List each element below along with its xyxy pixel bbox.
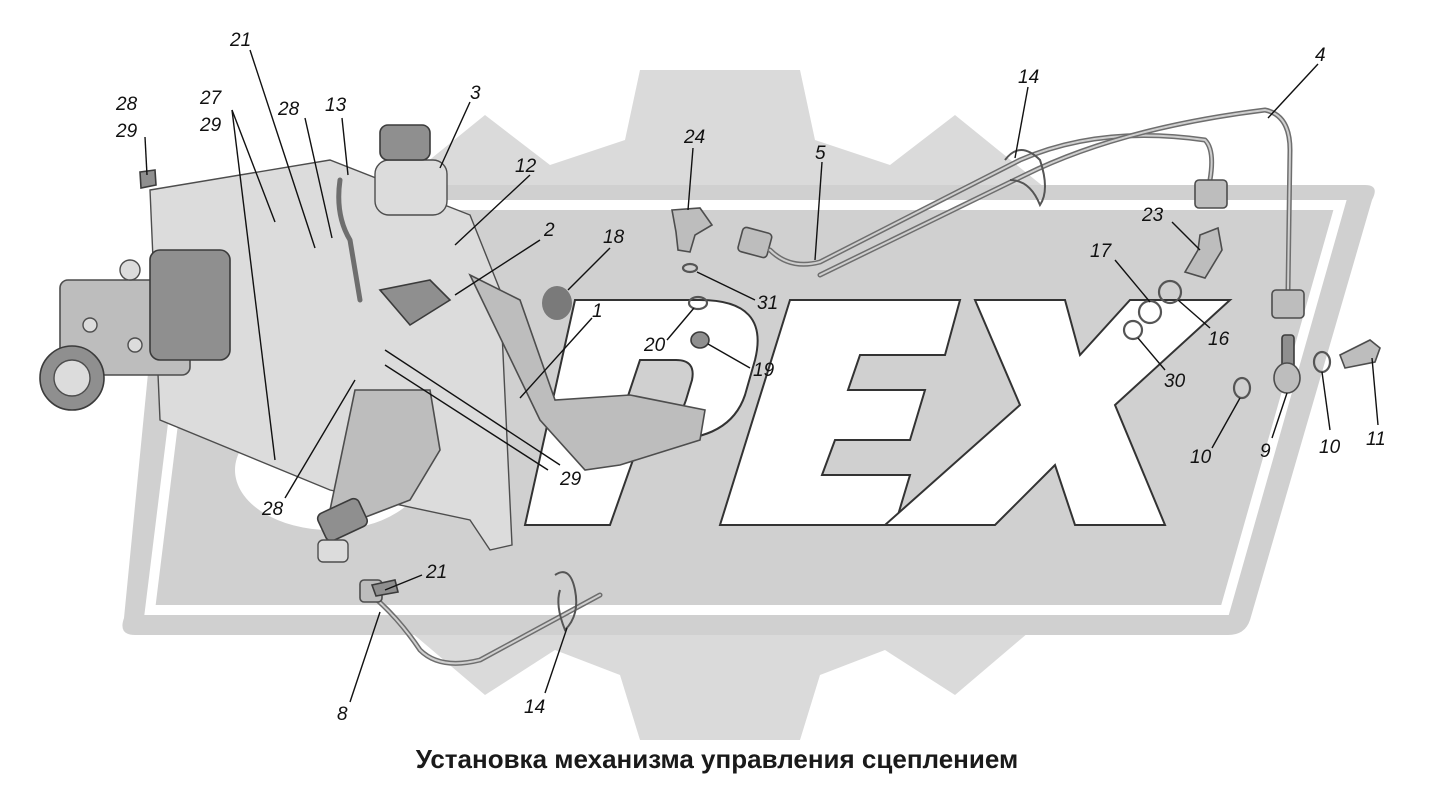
callout-17: 17 [1090,241,1113,262]
callout-29: 29 [115,121,138,142]
seal-18 [542,286,572,320]
callout-11: 11 [1366,429,1386,450]
callout-13: 13 [325,95,347,116]
callout-9: 9 [1260,441,1271,462]
washer-10a [1232,376,1252,400]
callout-1: 1 [592,301,603,322]
callout-21: 21 [425,562,447,583]
elbow-fitting-24 [671,207,714,253]
lower-cylinder [316,389,441,563]
diagram-caption: Установка механизма управления сцепление… [415,744,1019,774]
pipe-clip-lower [554,571,578,632]
callout-14: 14 [524,697,545,718]
pipe-clip-upper [1004,149,1046,208]
callout-24: 24 [683,127,705,148]
callout-18: 18 [603,227,625,248]
banjo-bolt-11 [1338,339,1381,369]
banjo-fitting-9 [1273,334,1301,394]
pipe-assembly-upper [737,107,1305,319]
callout-16: 16 [1208,329,1230,350]
callout-12: 12 [515,156,537,177]
callout-labels: 28 29 27 29 21 28 13 3 12 24 5 14 4 2 18… [115,30,1386,725]
callout-31: 31 [757,293,778,314]
clutch-pedal-lever [468,273,706,471]
callout-4: 4 [1315,45,1326,66]
master-cylinder-body [39,249,231,411]
callout-8: 8 [337,704,348,725]
parts-drawing [39,107,1381,666]
watermark-letter-x [882,299,1233,526]
callout-30: 30 [1164,371,1186,392]
callout-19: 19 [753,360,775,381]
callout-23: 23 [1141,205,1164,226]
stud-top-left [139,169,157,189]
callout-28: 28 [115,94,138,115]
callout-27: 27 [199,88,223,109]
fluid-reservoir [336,124,448,303]
callout-14: 14 [1018,67,1039,88]
callout-29: 29 [559,469,582,490]
spring-bracket [378,279,452,327]
callout-10: 10 [1190,447,1212,468]
ring-30 [1122,319,1144,341]
callout-21: 21 [229,30,251,51]
ring-16 [1157,279,1183,305]
callout-3: 3 [470,83,481,104]
callout-20: 20 [643,335,666,356]
callout-10: 10 [1319,437,1341,458]
ring-31 [681,262,699,274]
callout-28: 28 [277,99,300,120]
pipe-assembly-lower [359,579,603,666]
nut-19 [690,331,710,349]
ring-20 [687,295,709,311]
callout-5: 5 [815,143,826,164]
elbow-fitting-23 [1183,226,1223,279]
leader-lines [144,49,1379,703]
callout-29: 29 [199,115,222,136]
callout-2: 2 [543,220,555,241]
callout-28: 28 [261,499,284,520]
